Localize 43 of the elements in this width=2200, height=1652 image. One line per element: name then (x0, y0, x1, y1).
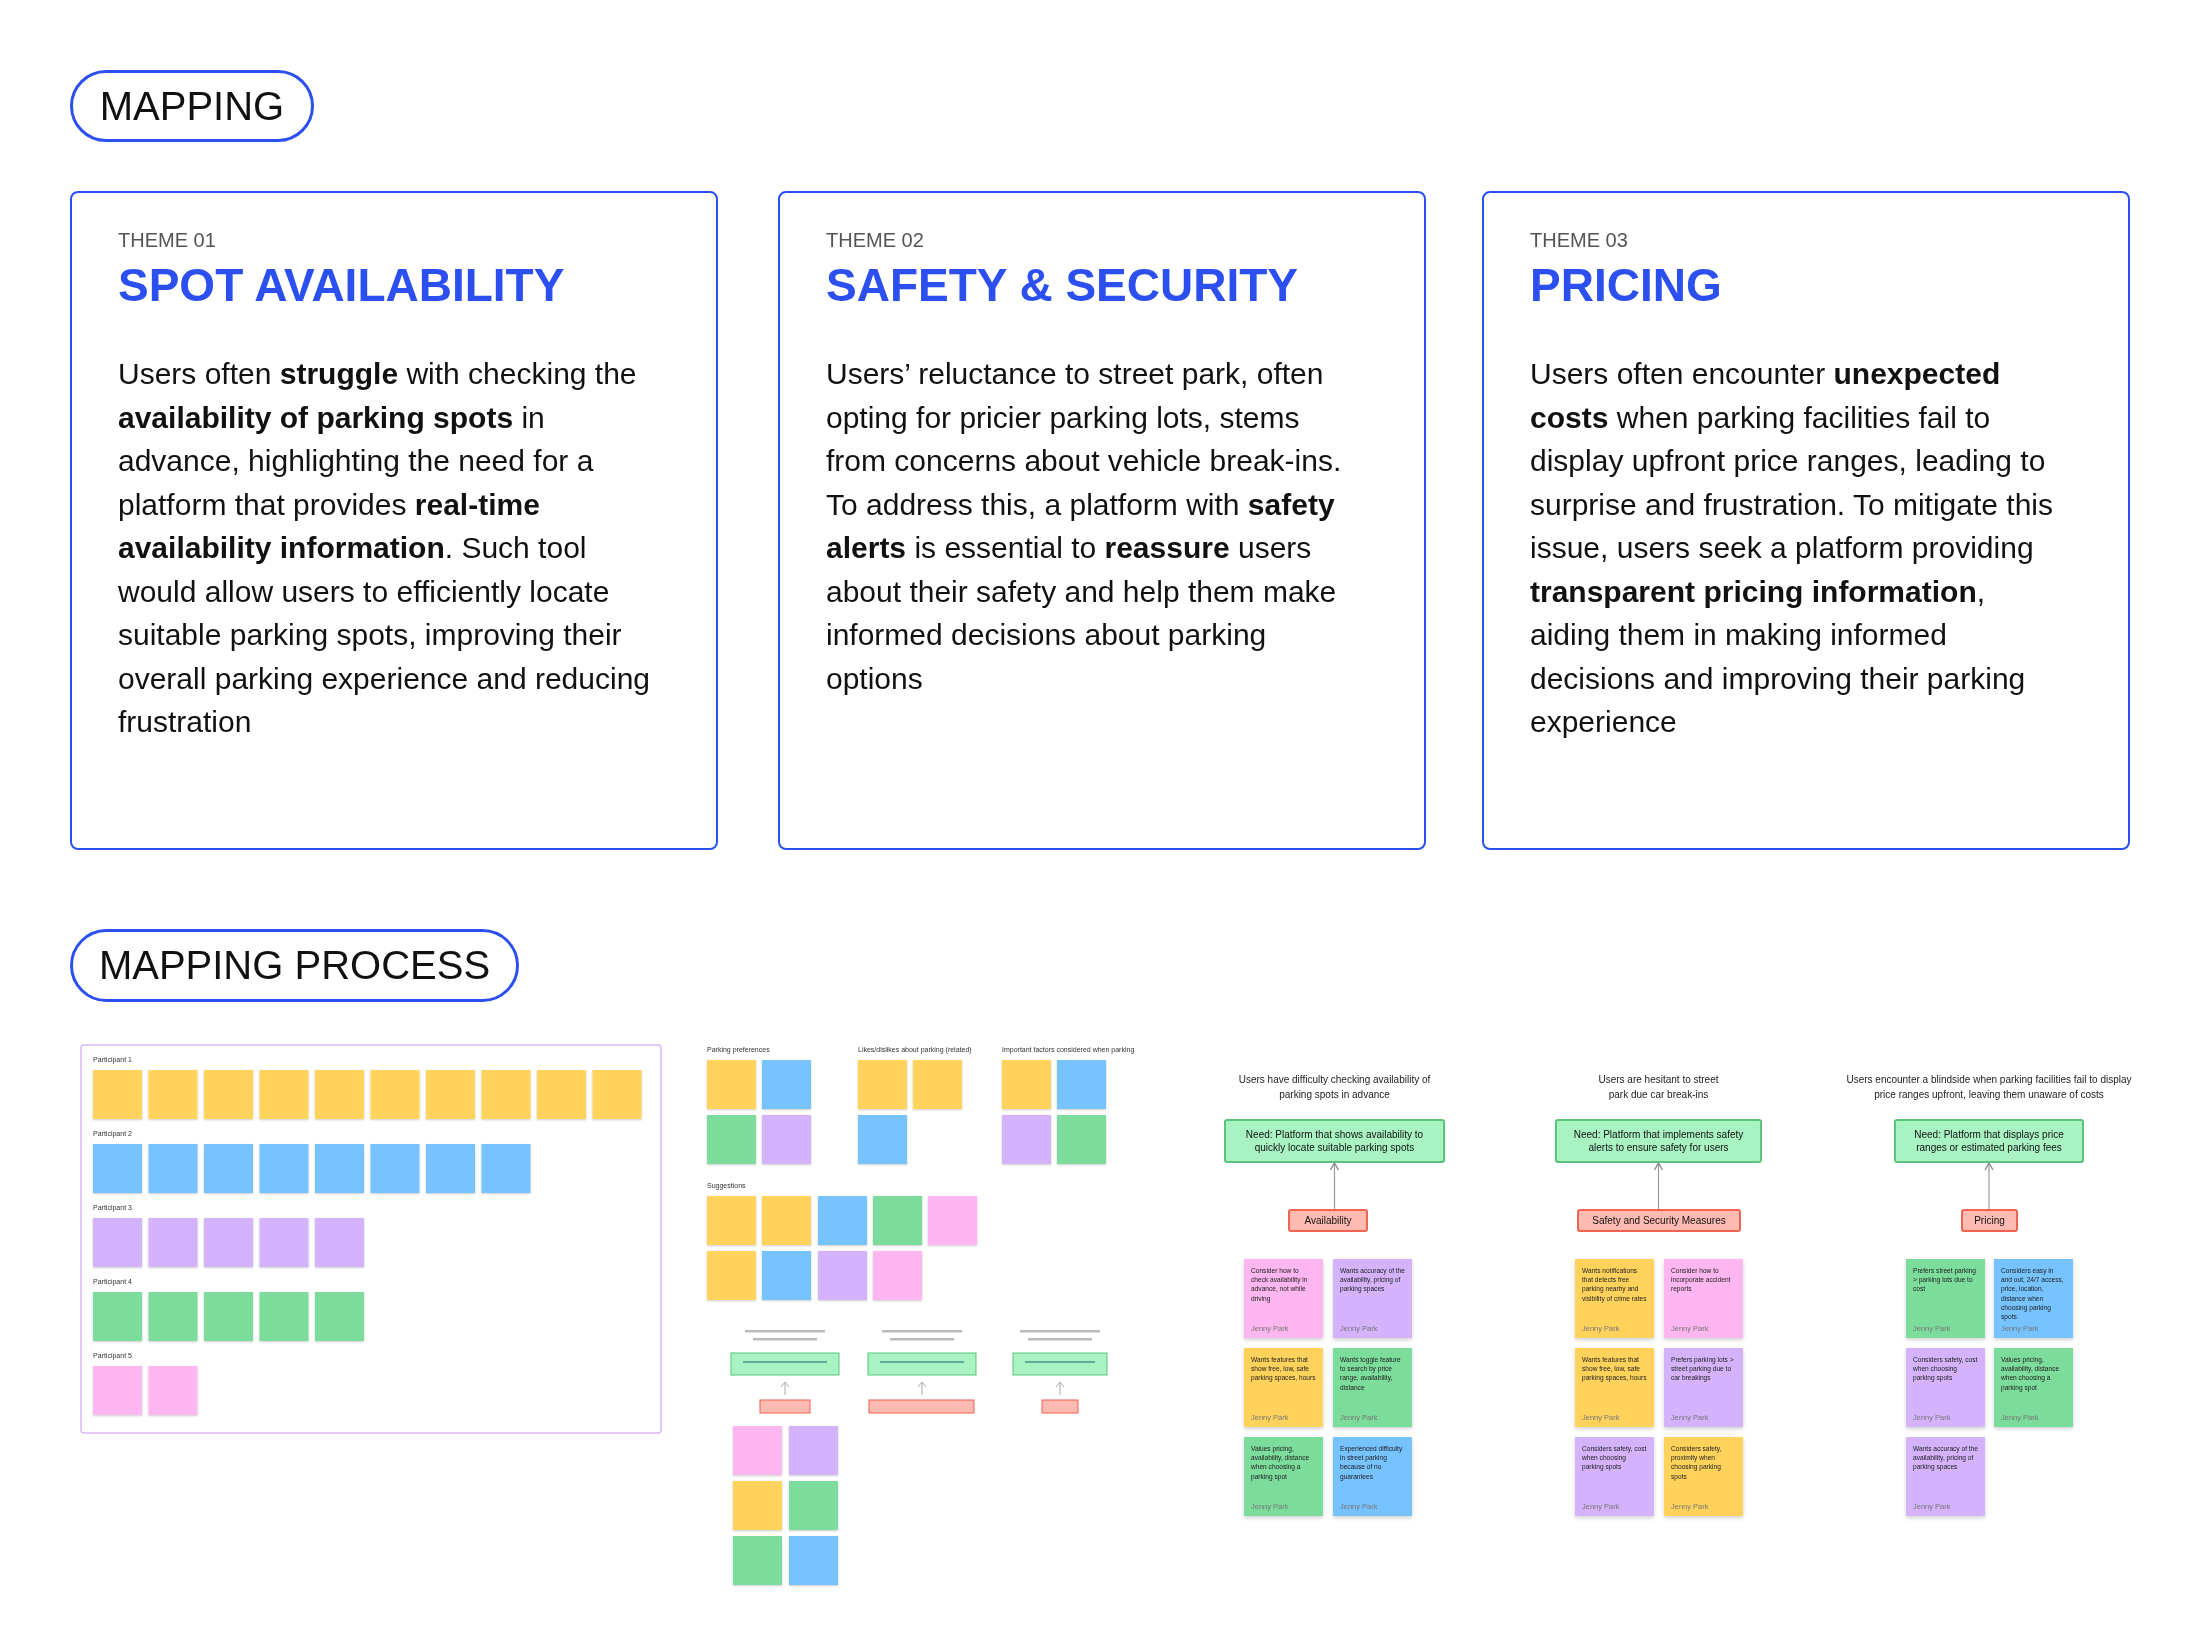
category-tag: Safety and Security Measures (1577, 1209, 1741, 1232)
section-heading-pill: MAPPING (70, 70, 314, 142)
theme-card (778, 191, 1426, 850)
theme-description: Users often struggle with checking the availability of parking spots in advance, highlighting the need for a platform that provides real-time availability information. Such tool would allow users to efficiently locate suitable parking spots, improving their overall parking experience and reducing frustration (118, 356, 651, 740)
sticky-note (1575, 1348, 1654, 1427)
theme-number: THEME 01 (118, 229, 216, 252)
cluster-heading: Users have difficulty checking availability of parking spots in advance (1237, 1073, 1432, 1102)
arrow (1984, 1162, 1994, 1210)
sticky-note (1333, 1348, 1412, 1427)
sticky-note (1994, 1348, 2073, 1427)
theme-title: SPOT AVAILABILITY (118, 258, 565, 312)
sticky-note (1664, 1348, 1743, 1427)
theme-card (70, 191, 718, 850)
cluster-heading: Users are hesitant to street park due car break-ins (1597, 1073, 1720, 1102)
sticky-note (1664, 1437, 1743, 1516)
sticky-note (1906, 1437, 1985, 1516)
category-tag: Pricing (1961, 1209, 2018, 1232)
need-box: Need: Platform that shows availability to quickly locate suitable parking spots (1224, 1119, 1445, 1163)
arrow (1329, 1162, 1340, 1210)
need-box: Need: Platform that implements safety alerts to ensure safety for users (1555, 1119, 1762, 1163)
sticky-note (1244, 1259, 1323, 1338)
theme-title: PRICING (1530, 258, 1722, 312)
sticky-note (1244, 1437, 1323, 1516)
theme-card (1482, 191, 2130, 850)
category-tag: Availability (1288, 1209, 1368, 1232)
theme-description: Users often encounter unexpected costs when parking facilities fail to display upfront price ranges, leading to surprise and frustration. To mitigate this issue, users seek a platform providing transparent pricing information, aiding them in making informed decisions and improving their parking experience (1530, 356, 2055, 740)
need-box: Need: Platform that displays price ranges or estimated parking fees (1894, 1119, 2084, 1163)
sticky-note (1333, 1437, 1412, 1516)
sticky-note (1994, 1259, 2073, 1338)
cluster-heading: Users encounter a blindside when parking facilities fail to display price ranges upfront, leaving them unaware of costs (1845, 1073, 2133, 1102)
arrow (1653, 1162, 1664, 1210)
sticky-note (1575, 1259, 1654, 1338)
section-heading-pill: MAPPING PROCESS (70, 929, 519, 1002)
theme-number: THEME 03 (1530, 229, 1628, 252)
theme-title: SAFETY & SECURITY (826, 258, 1298, 312)
sticky-note (1333, 1259, 1412, 1338)
sticky-note (1664, 1259, 1743, 1338)
theme-number: THEME 02 (826, 229, 924, 252)
sticky-note (1906, 1259, 1985, 1338)
sticky-note (1906, 1348, 1985, 1427)
sticky-note (1244, 1348, 1323, 1427)
theme-description: Users’ reluctance to street park, often opting for pricier parking lots, stems from concerns about vehicle break-ins. To address this, a platform with safety alerts is essential to reassure users about their safety and help them make informed decisions about parking options (826, 356, 1343, 697)
sticky-note (1575, 1437, 1654, 1516)
